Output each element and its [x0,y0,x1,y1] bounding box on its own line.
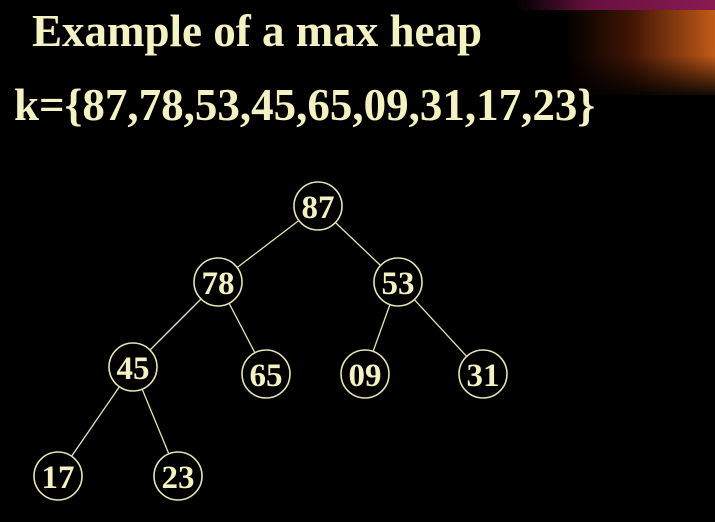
node-circle [241,349,291,399]
node-circle [108,342,158,392]
corner-strip-decoration [515,0,715,10]
node-circle [293,181,343,231]
node-circle [340,349,390,399]
heap-node-87: 87 [293,181,343,231]
node-circle [193,257,243,307]
node-circle [153,451,203,501]
heap-node-45: 45 [108,342,158,392]
heap-node-78: 78 [193,257,243,307]
node-label: 09 [349,358,382,394]
node-label: 31 [467,358,500,394]
heap-node-31: 31 [458,349,508,399]
heap-node-23: 23 [153,451,203,501]
node-label: 78 [202,266,235,302]
key-sequence: k={87,78,53,45,65,09,31,17,23} [14,80,596,130]
edge-53-31 [413,299,468,357]
edge-78-45 [149,298,202,351]
node-label: 45 [117,351,150,387]
node-label: 23 [162,460,195,496]
heap-node-17: 17 [33,451,83,501]
node-circle [373,257,423,307]
nodes-layer: 87 78 53 45 65 09 31 17 23 [33,181,508,501]
node-label: 87 [302,190,335,226]
node-circle [33,451,83,501]
corner-fade-decoration [565,55,715,100]
edge-87-53 [334,222,382,266]
node-label: 65 [250,358,283,394]
edge-87-78 [236,219,300,269]
edge-45-17 [71,386,120,457]
edge-45-23 [141,388,170,455]
node-label: 53 [382,266,415,302]
edges-layer [71,219,468,457]
edge-78-65 [228,302,256,354]
heap-node-09: 09 [340,349,390,399]
heap-node-53: 53 [373,257,423,307]
node-label: 17 [42,460,75,496]
node-circle [458,349,508,399]
edge-53-09 [372,304,391,352]
slide-title: Example of a max heap [32,6,482,56]
heap-node-65: 65 [241,349,291,399]
